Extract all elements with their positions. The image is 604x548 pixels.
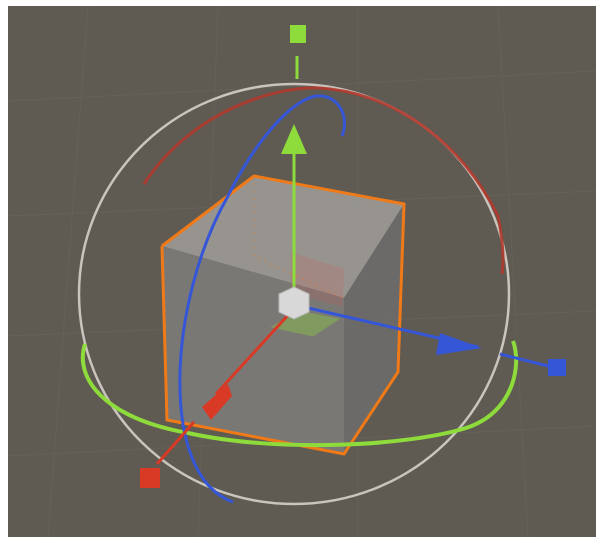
z-handle[interactable] xyxy=(548,359,566,376)
center-handle[interactable] xyxy=(279,287,309,319)
y-handle[interactable] xyxy=(290,25,306,43)
scene-canvas[interactable] xyxy=(8,6,596,537)
scene-viewport[interactable] xyxy=(8,6,596,537)
x-handle[interactable] xyxy=(140,468,160,488)
cube[interactable] xyxy=(162,176,404,454)
